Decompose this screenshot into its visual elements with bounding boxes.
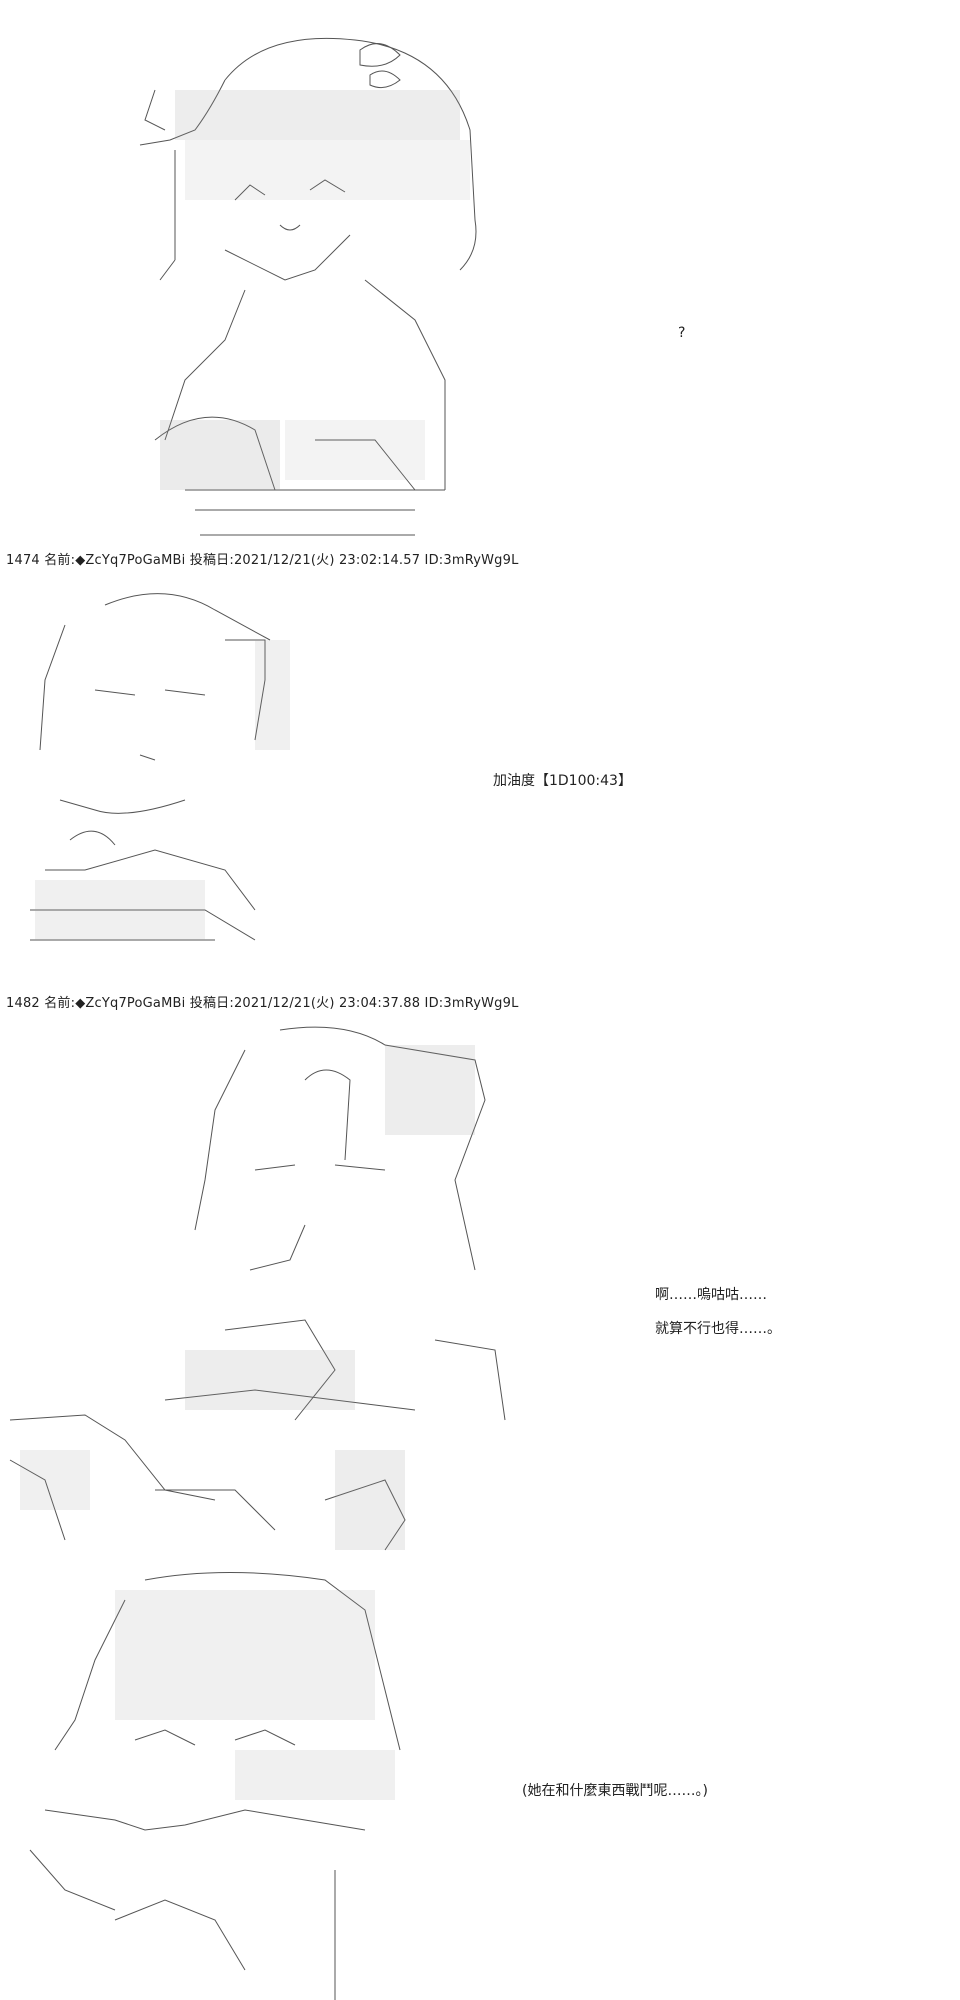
- post-header-1474: 1474 名前:◆ZcYq7PoGaMBi 投稿日:2021/12/21(火) …: [6, 553, 519, 568]
- figure-3-drawing: [9, 1026, 506, 1551]
- post-header-1482: 1482 名前:◆ZcYq7PoGaMBi 投稿日:2021/12/21(火) …: [6, 996, 519, 1011]
- figure-4-drawing: [29, 1572, 401, 2000]
- ascii-art-figure-2: [25, 580, 305, 950]
- figure-1-drawing: [139, 37, 477, 536]
- figure-2-drawing: [30, 593, 290, 941]
- dice-roll-text: 加油度【1D100:43】: [493, 773, 632, 789]
- question-mark-text: ?: [678, 325, 686, 341]
- ascii-art-figure-4: [5, 1570, 425, 2000]
- ascii-art-figure-3: [5, 1020, 525, 1560]
- line-2-text: 就算不行也得……。: [655, 1321, 781, 1337]
- ascii-art-figure-1: [115, 20, 510, 560]
- narration-text: (她在和什麼東西戰鬥呢……。): [522, 1783, 708, 1799]
- line-1-text: 啊……嗚咕咕……: [655, 1287, 767, 1303]
